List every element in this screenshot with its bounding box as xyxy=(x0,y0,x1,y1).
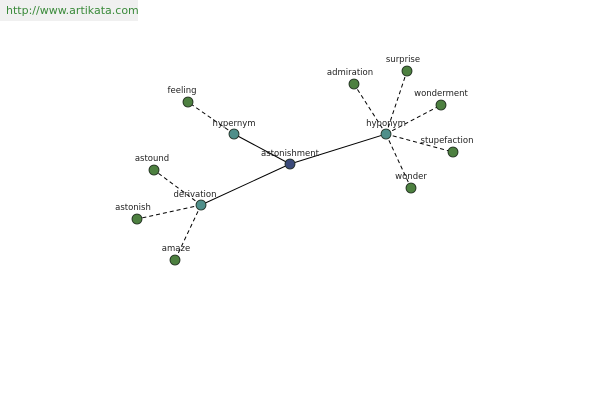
node-label-surprise[interactable]: surprise xyxy=(386,55,420,65)
node-derivation[interactable] xyxy=(195,199,207,211)
node-label-wonder[interactable]: wonder xyxy=(395,172,427,182)
url-banner: http://www.artikata.com xyxy=(0,0,139,21)
url-link[interactable]: http://www.artikata.com xyxy=(6,4,139,17)
labels-layer: astonishment hypernym hyponym derivation fee… xyxy=(115,55,473,254)
node-label-feeling[interactable]: feeling xyxy=(168,86,197,96)
edge-hyponym-wonderment xyxy=(385,104,442,135)
node-astonish[interactable] xyxy=(131,213,143,225)
node-astound[interactable] xyxy=(148,164,160,176)
node-admiration[interactable] xyxy=(348,78,360,90)
node-wonderment[interactable] xyxy=(435,99,447,111)
nodes-layer xyxy=(131,65,459,266)
node-label-wonderment[interactable]: wonderment xyxy=(414,89,468,99)
edge-hyponym-admiration xyxy=(353,83,387,135)
edge-astonishment-hyponym xyxy=(289,133,387,165)
edge-astonishment-derivation xyxy=(200,163,291,206)
node-label-astonishment[interactable]: astonishment xyxy=(261,149,320,159)
node-label-astonish[interactable]: astonish xyxy=(115,203,151,213)
edge-hyponym-wonder xyxy=(385,133,412,189)
edge-derivation-amaze xyxy=(174,204,202,261)
node-label-hyponym[interactable]: hyponym xyxy=(366,119,406,129)
node-label-admiration[interactable]: admiration xyxy=(327,68,373,78)
node-label-hypernym[interactable]: hypernym xyxy=(212,119,255,129)
node-astonishment[interactable] xyxy=(284,158,296,170)
node-wonder[interactable] xyxy=(405,182,417,194)
edge-hypernym-feeling xyxy=(187,101,235,135)
node-amaze[interactable] xyxy=(169,254,181,266)
node-hypernym[interactable] xyxy=(228,128,240,140)
node-label-derivation[interactable]: derivation xyxy=(173,190,216,200)
node-label-stupefaction[interactable]: stupefaction xyxy=(421,136,474,146)
node-stupefaction[interactable] xyxy=(447,146,459,158)
node-feeling[interactable] xyxy=(182,96,194,108)
node-surprise[interactable] xyxy=(401,65,413,77)
edge-derivation-astound xyxy=(153,169,202,206)
node-label-amaze[interactable]: amaze xyxy=(162,244,190,254)
edge-hyponym-stupefaction xyxy=(385,133,454,153)
edge-astonishment-hypernym xyxy=(233,133,291,165)
node-hyponym[interactable] xyxy=(380,128,392,140)
node-label-astound[interactable]: astound xyxy=(135,154,169,164)
edges-layer xyxy=(136,70,454,261)
edge-derivation-astonish xyxy=(136,204,202,220)
